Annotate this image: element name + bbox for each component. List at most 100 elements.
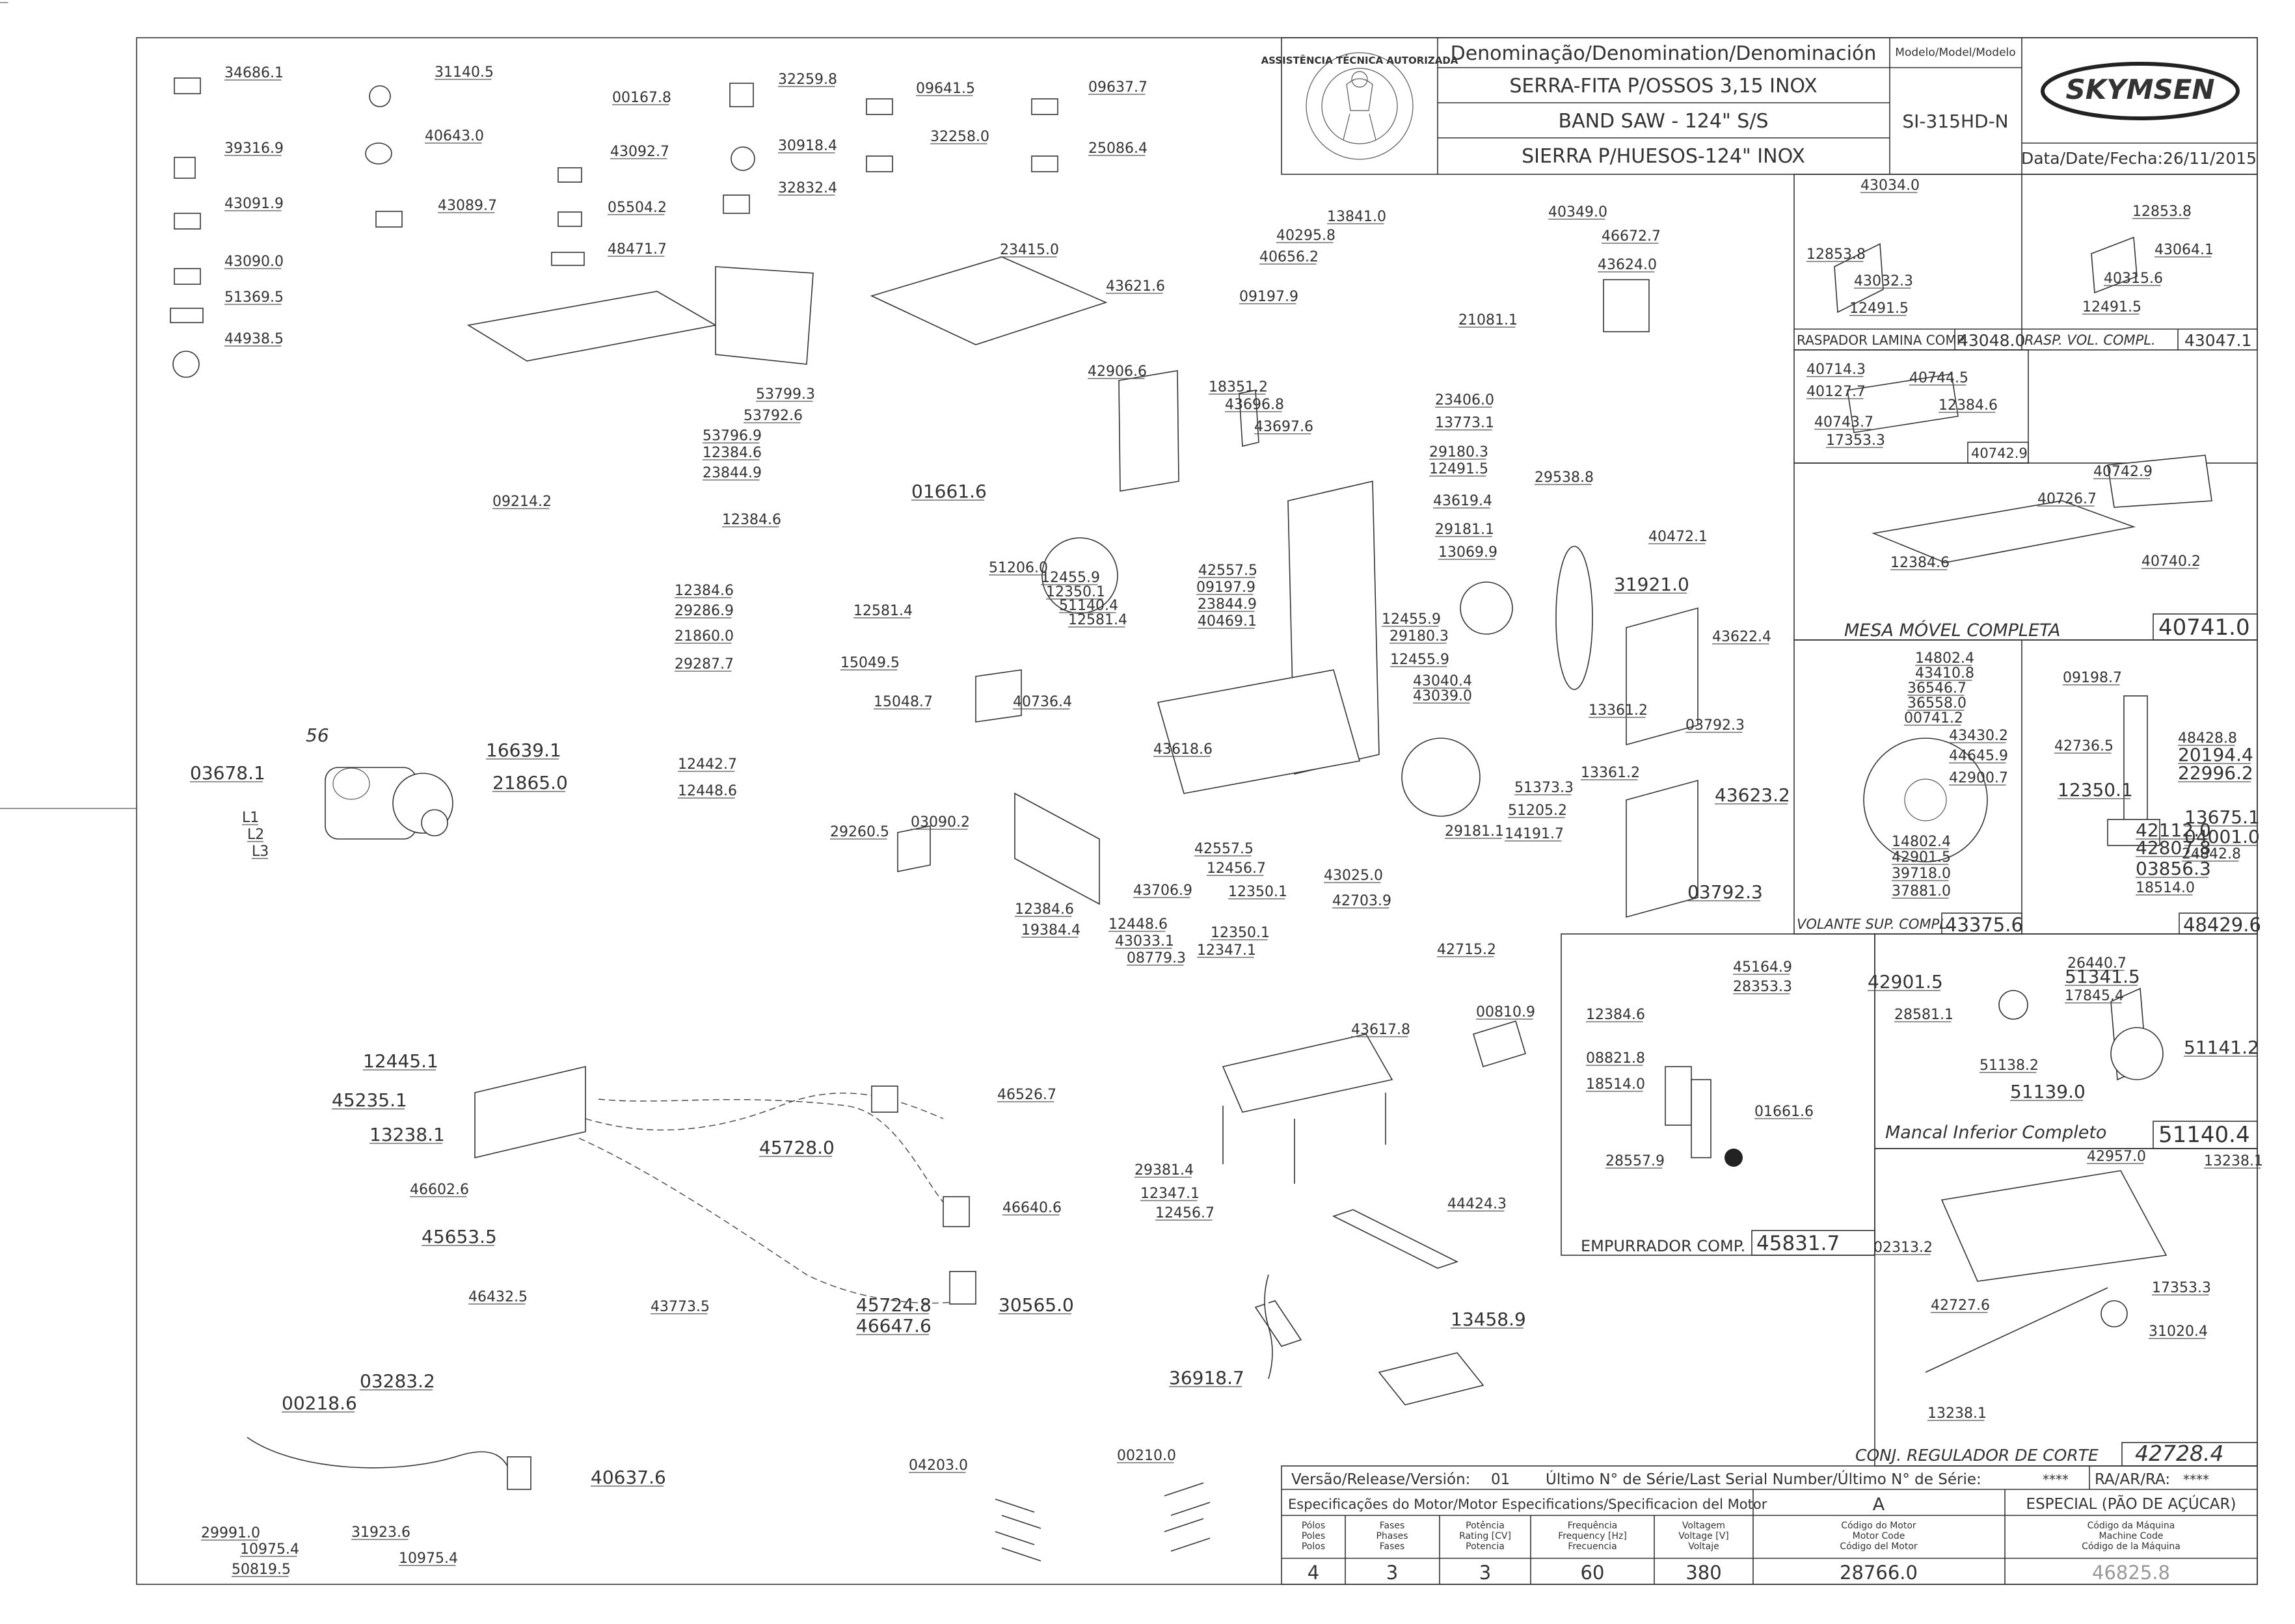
part-number-label: L2 [247,827,264,843]
stand-top [1222,1033,1393,1113]
part-number-label: 46672.7 [1602,228,1661,245]
connector [871,1085,898,1113]
hose [1264,1274,1273,1379]
label-sticker-icon [1031,98,1058,115]
spec-rating-value: 3 [1479,1562,1491,1584]
part-number-label: 01661.6 [911,481,987,502]
guide-code: 40742.9 [1971,446,2028,461]
part-number-label: 12491.5 [1429,461,1488,477]
part-number-label: 51139.0 [2010,1081,2086,1102]
title-block: ASSISTÊNCIA TÉCNICA AUTORIZADA Denominaç… [1261,37,2258,175]
wheel-scraper [2091,236,2138,294]
mesa-label: MESA MÓVEL COMPLETA [1844,620,2061,641]
part-number-label: 32832.4 [778,180,837,196]
part-number-label: 48471.7 [608,241,667,258]
label-sticker-icon [866,155,893,172]
gear-icon [172,351,200,378]
label-sticker-icon [729,83,754,107]
spec-phases-value: 3 [1386,1562,1398,1584]
part-number-label: 02313.2 [1873,1240,1933,1256]
guide-post [1239,390,1259,447]
spec-phases-l1: Fases [1380,1521,1405,1531]
part-number-label: 43617.8 [1351,1022,1410,1038]
part-number-label: 42900.7 [1949,770,2008,786]
part-number-label: 43621.6 [1106,278,1165,295]
motor-spec-block: Versão/Release/Versión: 01 Último N° de … [1281,1465,2258,1585]
part-number-label: 29286.9 [675,603,734,619]
spec-volt-l1: Voltagem [1682,1521,1725,1531]
part-number-label: 08779.3 [1127,950,1186,966]
pusher-knob [1725,1149,1743,1167]
handwheel [1460,581,1513,635]
spec-motorcode-l3: Código del Motor [1840,1541,1918,1552]
spec-phases-l3: Fases [1380,1541,1405,1552]
part-number-label: 51138.2 [1980,1058,2039,1074]
washer-icon [365,142,392,165]
skymsen-logo: SKYMSEN [2041,62,2240,120]
part-number-label: 28557.9 [1605,1153,1665,1169]
part-number-label: 16639.1 [486,739,561,761]
spec-poles-l2: Poles [1302,1531,1325,1541]
denomination-header: Denominação/Denomination/Denominación [1451,42,1877,65]
part-number-label: 21081.1 [1458,312,1518,328]
version-label: Versão/Release/Versión: [1291,1471,1470,1488]
part-number-label: 09197.9 [1239,289,1298,305]
part-number-label: 43091.9 [224,196,284,212]
part-number-label: 51206.0 [989,560,1048,576]
pusher-handle [1691,1079,1711,1158]
drawing-date: Data/Date/Fecha:26/11/2015 [2021,149,2257,168]
part-number-label: 13841.0 [1327,209,1386,225]
tray [1378,1352,1484,1405]
part-number-label: 14802.4 [1915,650,1974,667]
part-number-label: 12384.6 [1939,397,1998,414]
ra-value: **** [2183,1472,2209,1487]
pusher-bracket [1665,1066,1692,1126]
part-number-label: 43618.6 [1153,741,1213,758]
part-number-label: 43034.0 [1860,178,1920,194]
part-number-label: 36546.7 [1907,680,1966,697]
part-number-label: 13361.2 [1589,702,1648,719]
part-number-label: 09214.2 [492,494,552,510]
part-number-label: 51341.5 [2065,966,2140,987]
part-number-label: 29180.3 [1389,628,1449,645]
part-number-label: 25086.4 [1088,140,1148,157]
part-number-label: 03792.3 [1685,717,1745,734]
part-number-label: 23406.0 [1435,392,1494,408]
part-number-label: 46602.6 [410,1182,469,1198]
part-number-label: 40656.2 [1259,249,1319,265]
part-number-label: 00810.9 [1476,1004,1535,1020]
saw-body [1157,669,1361,794]
drive-belt [1473,1020,1526,1068]
spec-machinecode-l3: Código de la Máquina [2082,1541,2181,1552]
part-number-label: 13238.1 [369,1124,445,1145]
part-number-label: 40740.2 [2141,553,2201,570]
bolt-set [1164,1482,1211,1552]
part-number-label: 12853.8 [2132,204,2192,220]
model-header: Modelo/Model/Modelo [1895,46,2015,59]
part-number-label: 45653.5 [422,1226,497,1247]
part-number-label: 17845.4 [2065,988,2124,1004]
label-sticker-icon [174,157,196,179]
part-number-label: 17353.3 [2152,1280,2211,1296]
part-number-label: 43619.4 [1433,493,1492,509]
spec-freq-l1: Frequência [1568,1521,1618,1531]
part-number-label: 43624.0 [1598,257,1657,273]
electrical-box [474,1065,586,1159]
part-number-label: 03856.3 [2136,858,2211,879]
motor-letter: A [1873,1495,1885,1515]
part-number-label: 00210.0 [1117,1448,1176,1464]
part-number-label: 40637.6 [591,1467,666,1488]
label-sticker-icon [174,268,201,285]
name-en: BAND SAW - 124" S/S [1558,110,1768,133]
part-number-label: 29991.0 [201,1525,260,1541]
part-number-label: 15048.7 [874,694,933,710]
part-number-label: 42557.5 [1194,841,1254,857]
part-number-label: 00218.6 [282,1392,357,1414]
part-number-label: 23415.0 [1000,242,1059,258]
part-number-label: 12384.6 [1586,1007,1645,1023]
part-number-label: 03678.1 [190,762,265,784]
spec-poles-l3: Polos [1302,1541,1325,1552]
part-number-label: 12853.8 [1806,246,1866,263]
part-number-label: 43697.6 [1254,419,1313,435]
cable-harness [598,1098,950,1210]
